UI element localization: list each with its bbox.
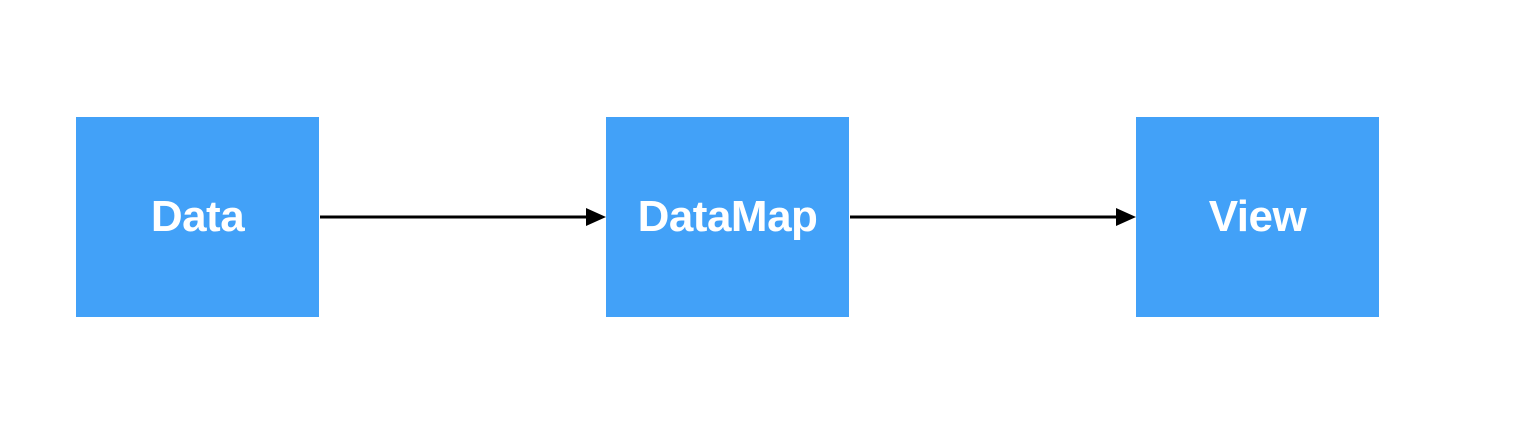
edge-data-to-datamap: [320, 208, 606, 226]
node-datamap: DataMap: [606, 117, 849, 317]
edge-datamap-to-view: [850, 208, 1136, 226]
node-data: Data: [76, 117, 319, 317]
node-view: View: [1136, 117, 1379, 317]
